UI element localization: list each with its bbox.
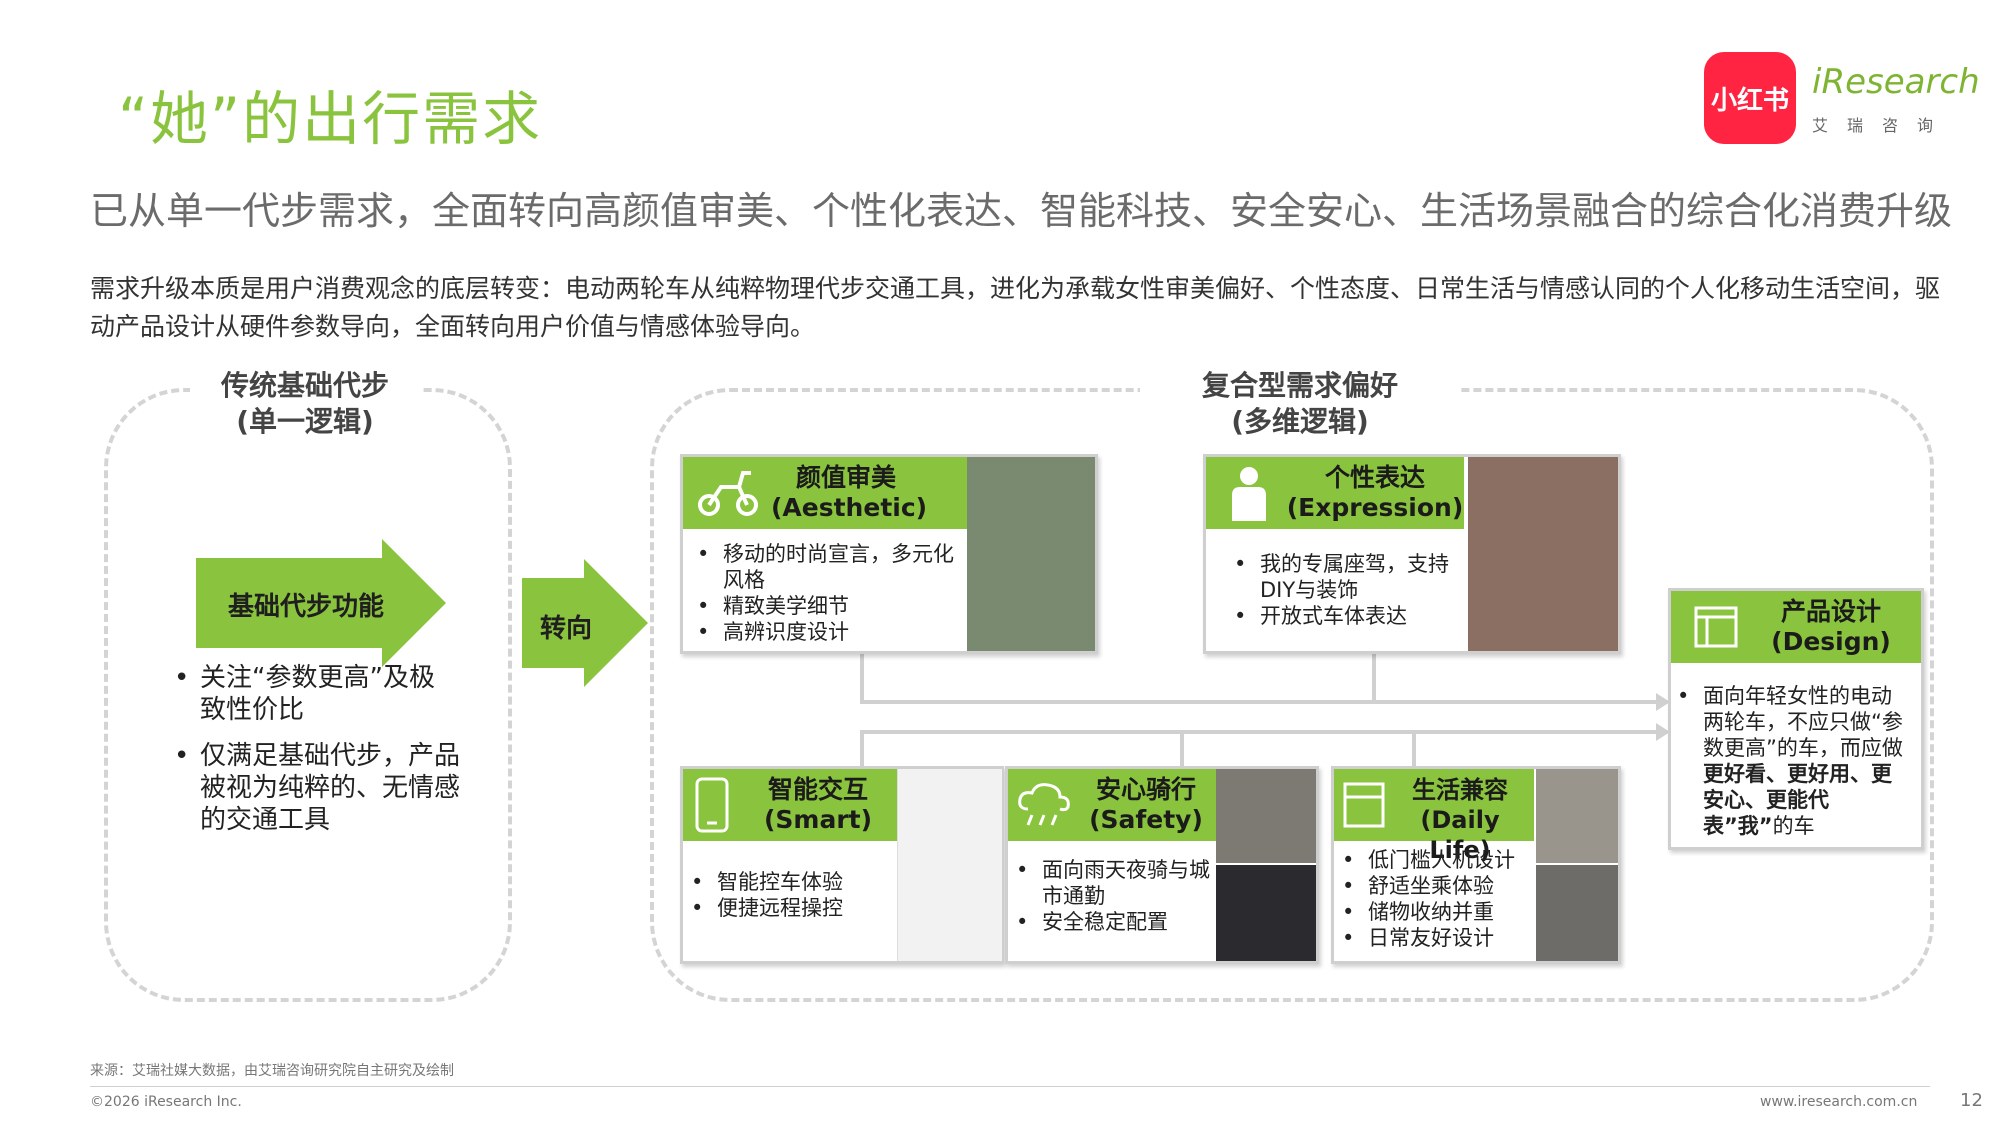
- scooter-detail-photo: [1536, 769, 1618, 863]
- source-note: 来源：艾瑞社媒大数据，由艾瑞咨询研究院自主研究及绘制: [90, 1063, 454, 1079]
- connector-line: [860, 650, 864, 702]
- connector-line: [860, 700, 1660, 704]
- card-title-en: (Aesthetic): [771, 493, 928, 522]
- card-bullet: 便捷远程操控: [687, 895, 897, 921]
- card-bullet: 储物收纳并重: [1338, 899, 1534, 925]
- card-title-en: (Safety): [1089, 805, 1203, 834]
- card-title-cn: 产品设计: [1780, 597, 1881, 626]
- card-bullet-list: 面向雨天夜骑与城市通勤 安全稳定配置: [1012, 857, 1216, 935]
- left-section-subtitle: (单一逻辑): [236, 405, 374, 438]
- card-bullet-list: 移动的时尚宣言，多元化风格 精致美学细节 高辨识度设计: [693, 541, 965, 645]
- left-section-header: 传统基础代步 (单一逻辑): [190, 368, 420, 440]
- storage-compartment-photo: [1536, 865, 1618, 961]
- xiaohongshu-logo: 小红书: [1704, 52, 1796, 144]
- phone-icon: [695, 777, 729, 833]
- design-bullet: 面向年轻女性的电动两轮车，不应只做“参数更高”的车，而应做更好看、更好用、更安心…: [1673, 683, 1911, 839]
- card-header: [683, 457, 967, 529]
- connector-line: [1180, 730, 1184, 768]
- card-bullet: 开放式车体表达: [1230, 603, 1462, 629]
- right-section-title: 复合型需求偏好: [1201, 369, 1398, 402]
- card-title-cn: 安心骑行: [1095, 775, 1196, 804]
- arrow-head-icon: [1656, 723, 1670, 741]
- connector-line: [1412, 730, 1416, 768]
- card-title: 安心骑行 (Safety): [1082, 775, 1210, 835]
- page-subtitle: 已从单一代步需求，全面转向高颜值审美、个性化表达、智能科技、安全安心、生活场景融…: [90, 189, 1953, 233]
- design-text: 面向年轻女性的电动两轮车，不应只做“参数更高”的车，而应做: [1703, 684, 1903, 760]
- card-bullet-list: 低门槛人机设计 舒适坐乘体验 储物收纳并重 日常友好设计: [1338, 847, 1534, 951]
- connector-line: [860, 730, 864, 768]
- card-header: [1334, 769, 1534, 841]
- layout-icon: [1694, 606, 1738, 648]
- left-bullet: 关注“参数更高”及极致性价比: [170, 662, 460, 726]
- left-bullet-list: 关注“参数更高”及极致性价比 仅满足基础代步，产品被视为纯粹的、无情感的交通工具: [170, 662, 460, 850]
- card-header: [1008, 769, 1216, 841]
- left-section-title: 传统基础代步: [220, 369, 389, 402]
- card-bullet: 舒适坐乘体验: [1338, 873, 1534, 899]
- turn-arrow: [522, 578, 584, 668]
- right-section-header: 复合型需求偏好 (多维逻辑): [1140, 368, 1460, 440]
- card-bullet-list: 我的专属座驾，支持DIY与装饰 开放式车体表达: [1230, 551, 1462, 629]
- card-title-cn: 生活兼容: [1412, 776, 1508, 804]
- scooter-icon: [698, 471, 758, 516]
- basic-function-arrowhead: [382, 539, 446, 667]
- card-title: 产品设计 (Design): [1751, 597, 1911, 657]
- person-icon: [1232, 467, 1266, 521]
- connector-line: [1372, 650, 1376, 702]
- card-smart: 智能交互 (Smart) 智能控车体验 便捷远程操控: [680, 766, 1004, 964]
- card-aesthetic: 颜值审美 (Aesthetic) 移动的时尚宣言，多元化风格 精致美学细节 高辨…: [680, 454, 1098, 654]
- card-title-cn: 个性表达: [1324, 463, 1425, 492]
- copyright: ©2026 iResearch Inc.: [90, 1094, 242, 1110]
- rain-cloud-icon: [1018, 783, 1070, 826]
- card-safety: 安心骑行 (Safety) 面向雨天夜骑与城市通勤 安全稳定配置: [1005, 766, 1319, 964]
- iresearch-logo: iResearch: [1812, 62, 1980, 102]
- page-number: 12: [1960, 1090, 1983, 1111]
- design-bullet-list: 面向年轻女性的电动两轮车，不应只做“参数更高”的车，而应做更好看、更好用、更安心…: [1673, 683, 1911, 839]
- scooter-photo-collage: [967, 457, 1095, 651]
- rain-riding-photo: [1216, 769, 1316, 863]
- card-bullet: 日常友好设计: [1338, 925, 1534, 951]
- card-expression: 个性表达 (Expression) 我的专属座驾，支持DIY与装饰 开放式车体表…: [1203, 454, 1621, 654]
- turn-arrowhead: [584, 559, 648, 687]
- card-header: [1671, 591, 1921, 663]
- basic-function-label: 基础代步功能: [228, 592, 385, 622]
- card-bullet: 精致美学细节: [693, 593, 965, 619]
- card-header: [683, 769, 897, 841]
- card-title-cn: 颜值审美: [795, 463, 896, 492]
- card-bullet: 智能控车体验: [687, 869, 897, 895]
- card-title-en: (Expression): [1286, 493, 1464, 522]
- card-design: 产品设计 (Design) 面向年轻女性的电动两轮车，不应只做“参数更高”的车，…: [1668, 588, 1924, 850]
- card-bullet-list: 智能控车体验 便捷远程操控: [687, 869, 897, 921]
- turn-arrow-label: 转向: [540, 614, 593, 644]
- card-title: 个性表达 (Expression): [1286, 463, 1464, 523]
- arrow-head-icon: [1656, 693, 1670, 711]
- basic-function-arrow: [196, 558, 382, 648]
- card-title-en: (Design): [1771, 627, 1891, 656]
- card-bullet: 低门槛人机设计: [1338, 847, 1534, 873]
- card-bullet: 移动的时尚宣言，多元化风格: [693, 541, 965, 593]
- card-bullet: 安全稳定配置: [1012, 909, 1216, 935]
- diy-decoration-photos: [1468, 457, 1618, 651]
- design-text-bold: 更好看、更好用、更安心、更能代表”我”: [1703, 762, 1892, 838]
- card-daily-life: 生活兼容 (Daily Life) 低门槛人机设计 舒适坐乘体验 储物收纳并重 …: [1331, 766, 1621, 964]
- card-title: 颜值审美 (Aesthetic): [771, 463, 928, 523]
- card-title-en: (Smart): [763, 805, 873, 834]
- card-bullet: 高辨识度设计: [693, 619, 965, 645]
- footer-url: www.iresearch.com.cn: [1760, 1094, 1918, 1110]
- storage-box-icon: [1343, 782, 1385, 828]
- iresearch-logo-cn: 艾瑞咨询: [1812, 116, 1953, 135]
- card-title-cn: 智能交互: [767, 775, 868, 804]
- card-bullet: 我的专属座驾，支持DIY与装饰: [1230, 551, 1462, 603]
- footer-divider: [90, 1086, 1930, 1087]
- card-bullet: 面向雨天夜骑与城市通勤: [1012, 857, 1216, 909]
- app-screenshot: [897, 769, 1002, 961]
- page-description: 需求升级本质是用户消费观念的底层转变：电动两轮车从纯粹物理代步交通工具，进化为承…: [90, 274, 1941, 341]
- left-bullet: 仅满足基础代步，产品被视为纯粹的、无情感的交通工具: [170, 740, 460, 836]
- card-title: 智能交互 (Smart): [753, 775, 883, 835]
- design-text-suffix: 的车: [1772, 814, 1815, 838]
- night-light-photo: [1216, 865, 1316, 961]
- right-section-subtitle: (多维逻辑): [1231, 405, 1369, 438]
- page-title: “她”的出行需求: [118, 85, 543, 153]
- connector-line: [860, 730, 1660, 734]
